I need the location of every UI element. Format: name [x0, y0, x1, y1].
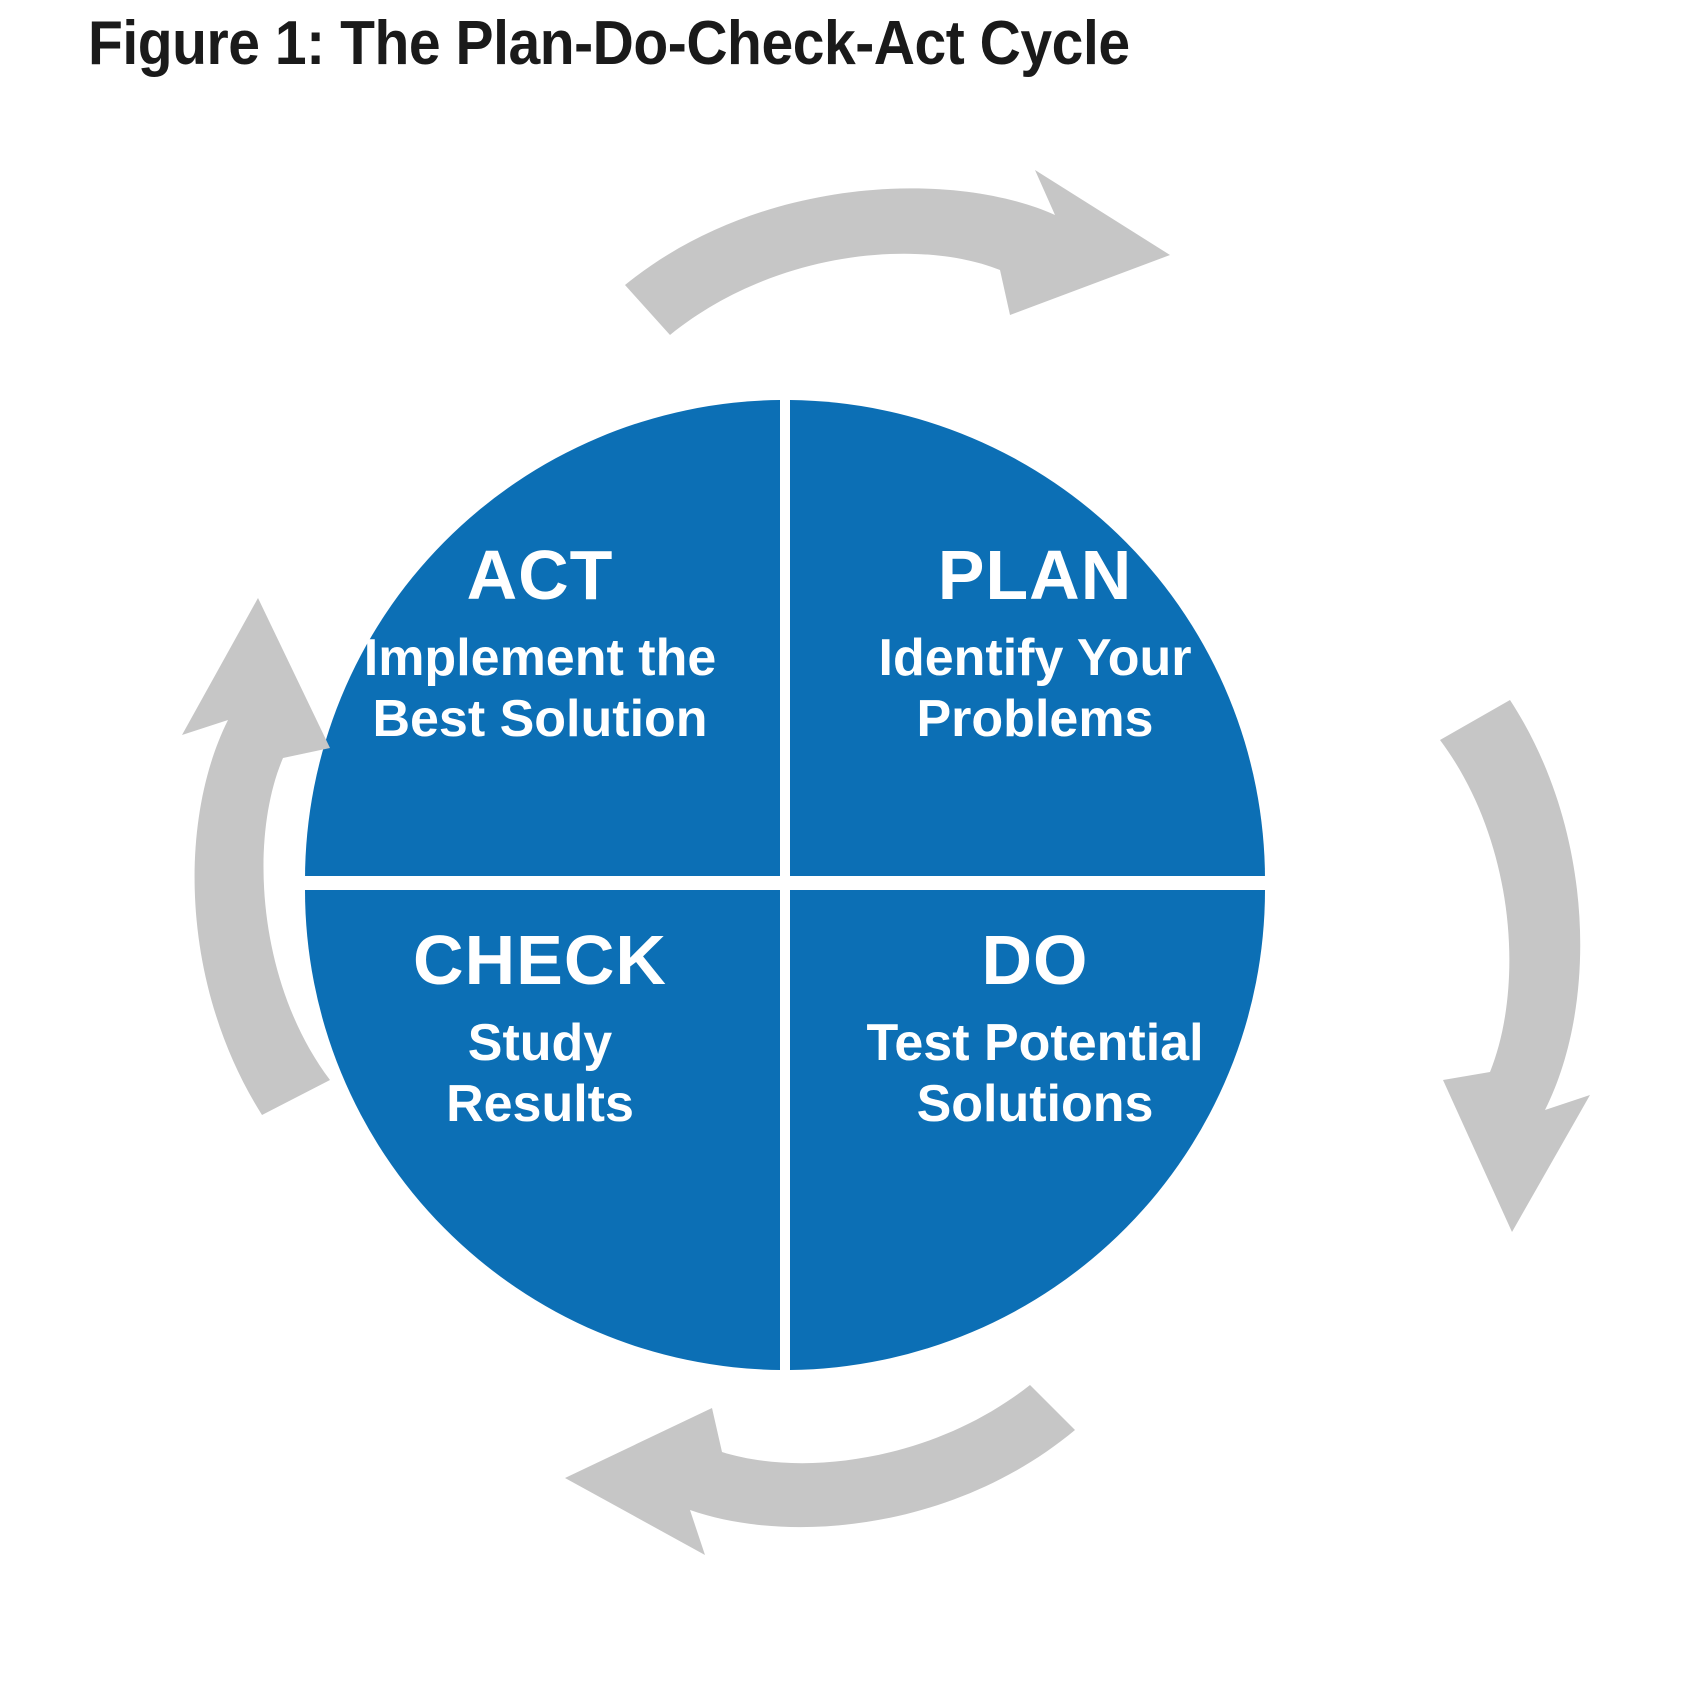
- quadrant-check-sector: [304, 890, 780, 1370]
- quadrant-label-plan[interactable]: PLAN Identify Your Problems: [825, 540, 1245, 751]
- quadrant-label-check[interactable]: CHECK Study Results: [330, 925, 750, 1136]
- quadrant-label-do[interactable]: DO Test Potential Solutions: [825, 925, 1245, 1136]
- quadrant-plan-sector: [790, 400, 1265, 880]
- wheel-group: [304, 400, 1265, 1370]
- quadrant-heading-check: CHECK: [413, 921, 667, 999]
- quadrant-description-check: Study Results: [446, 1014, 634, 1134]
- quadrant-heading-plan: PLAN: [937, 536, 1133, 614]
- quadrant-act-sector: [305, 400, 780, 880]
- wheel-dividers: [301, 396, 1269, 1374]
- arrow-top-icon: [625, 170, 1170, 335]
- quadrant-description-plan: Identify Your Problems: [878, 629, 1192, 749]
- quadrant-do-sector: [790, 890, 1265, 1370]
- arrow-bottom-icon: [565, 1385, 1075, 1555]
- page-title: Figure 1: The Plan-Do-Check-Act Cycle: [88, 9, 1130, 78]
- quadrant-description-do: Test Potential Solutions: [866, 1014, 1204, 1134]
- quadrant-heading-do: DO: [981, 921, 1089, 999]
- quadrant-label-act[interactable]: ACT Implement the Best Solution: [330, 540, 750, 751]
- horizontal-divider: [301, 876, 1269, 886]
- arrow-right-icon: [1440, 700, 1590, 1232]
- quadrant-heading-act: ACT: [466, 536, 614, 614]
- arrow-left-icon: [182, 598, 330, 1115]
- quadrant-description-act: Implement the Best Solution: [363, 629, 717, 749]
